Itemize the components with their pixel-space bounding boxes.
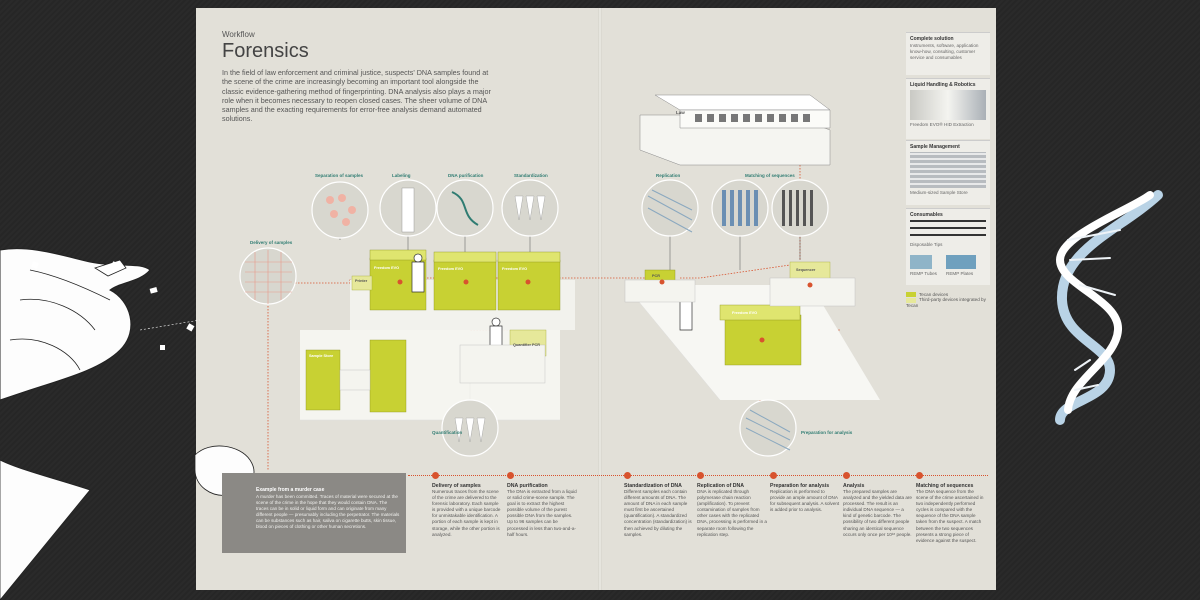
sidebar-tips-caption: Disposable Tips — [910, 242, 943, 247]
step-1-marker — [432, 472, 439, 479]
case-heading: Example from a murder case — [256, 487, 325, 493]
sidebar-sample-management: Sample Management Medium-sized Sample St… — [906, 140, 990, 205]
sidebar-consumables-heading: Consumables — [910, 212, 943, 218]
label-sequencer: Sequencer — [796, 268, 816, 272]
legend-tecan-text: Tecan devices — [919, 292, 949, 297]
sample-store-photo — [910, 152, 986, 188]
step-2: DNA purification The DNA is extracted fr… — [507, 472, 577, 538]
label-replication: Replication — [656, 173, 681, 178]
sidebar-complete-solution: Complete solution Instruments, software,… — [906, 32, 990, 75]
step-3: Standardization of DNA Different samples… — [624, 472, 694, 538]
sidebar-liquid-handling: Liquid Handling & Robotics Freedom EVO® … — [906, 78, 990, 139]
sidebar-tubes-caption: REMP Tubes — [910, 271, 937, 276]
sidebar-complete-heading: Complete solution — [910, 36, 954, 42]
case-text: A murder has been committed. Traces of m… — [256, 494, 400, 529]
tecan-devices — [305, 249, 802, 413]
legend-third-party: Third-party devices integrated by Tecan — [906, 297, 990, 308]
label-freedom-evo-2: Freedom EVO — [438, 267, 464, 271]
label-pcr: PCR — [652, 274, 661, 278]
step-7-heading: Matching of sequences — [916, 483, 974, 489]
remp-tubes-photo — [910, 255, 932, 269]
step-7-marker — [916, 472, 923, 479]
step-7-text: The DNA sequence from the scene of the c… — [916, 489, 984, 543]
step-4-text: DNA is replicated through polymerase cha… — [697, 489, 767, 537]
page-title: Forensics — [222, 40, 309, 62]
sidebar-complete-text: Instruments, software, application know-… — [910, 43, 979, 60]
legend-third-party-swatch — [906, 297, 916, 303]
law-building — [639, 94, 831, 166]
label-sample-store: Sample Store — [309, 354, 334, 358]
step-1-heading: Delivery of samples — [432, 483, 481, 489]
label-freedom-evo-3: Freedom EVO — [502, 267, 528, 271]
step-3-marker — [624, 472, 631, 479]
step-6-heading: Analysis — [843, 483, 865, 489]
label-law: Law — [676, 110, 685, 115]
intro-paragraph: In the field of law enforcement and crim… — [222, 68, 491, 124]
label-freedom-evo-1: Freedom EVO — [374, 266, 400, 270]
step-2-text: The DNA is extracted from a liquid or so… — [507, 489, 577, 537]
floor-shadows — [300, 284, 721, 421]
case-example-box: Example from a murder case A murder has … — [222, 473, 406, 553]
step-4-heading: Replication of DNA — [697, 483, 744, 489]
label-standardization: Standardization — [514, 173, 548, 178]
label-separation: Separation of samples — [315, 173, 364, 178]
label-delivery: Delivery of samples — [250, 240, 293, 245]
sidebar-sample-heading: Sample Management — [910, 144, 960, 150]
third-party-devices — [351, 261, 831, 357]
disposable-tips-photo — [910, 220, 986, 240]
step-1-text: Numerous traces from the scene of the cr… — [432, 489, 501, 537]
sidebar-liquid-caption: Freedom EVO® HID Extraction — [910, 122, 974, 127]
step-2-heading: DNA purification — [507, 483, 548, 489]
step-1: Delivery of samples Numerous traces from… — [432, 472, 502, 538]
label-labeling: Labeling — [392, 173, 411, 178]
label-preparation: Preparation for analysis — [801, 430, 853, 435]
step-4-marker — [697, 472, 704, 479]
legend-third-party-text: Third-party devices integrated by Tecan — [906, 297, 986, 308]
legend-tecan: Tecan devices — [906, 292, 990, 298]
label-printer: Printer — [355, 279, 368, 283]
step-5-heading: Preparation for analysis — [770, 483, 830, 489]
sidebar-consumables: Consumables Disposable Tips REMP Tubes R… — [906, 208, 990, 285]
step-5-marker — [770, 472, 777, 479]
legend-tecan-swatch — [906, 292, 916, 298]
circle-contents — [245, 187, 813, 451]
label-quantifier: Quantifier PCR — [513, 343, 541, 347]
dna-helix-illustration — [1055, 190, 1163, 425]
step-6: Analysis The prepared samples are analyz… — [843, 472, 913, 538]
legend: Tecan devices Third-party devices integr… — [906, 292, 990, 308]
label-quantification: Quantification — [432, 430, 463, 435]
step-4: Replication of DNA DNA is replicated thr… — [697, 472, 767, 538]
sidebar-plates-caption: REMP Plates — [946, 271, 974, 276]
product-sidebar: Complete solution Instruments, software,… — [906, 32, 990, 285]
liquid-handling-photo — [910, 90, 986, 120]
crime-scene-illustration — [0, 248, 255, 600]
lab-furniture — [339, 277, 856, 391]
sidebar-liquid-heading: Liquid Handling & Robotics — [910, 82, 976, 88]
step-3-heading: Standardization of DNA — [624, 483, 682, 489]
step-6-marker — [843, 472, 850, 479]
step-2-marker — [507, 472, 514, 479]
diagram-step-markers — [397, 279, 813, 343]
section-label: Workflow — [222, 30, 255, 39]
step-5: Preparation for analysis Replication is … — [770, 472, 840, 513]
sidebar-sample-caption: Medium-sized Sample Store — [910, 190, 968, 195]
step-7: Matching of sequences The DNA sequence f… — [916, 472, 986, 544]
step-3-text: Different samples each contain different… — [624, 489, 692, 537]
step-6-text: The prepared samples are analyzed and th… — [843, 489, 912, 537]
label-matching: Matching of sequences — [745, 173, 795, 178]
step-5-text: Replication is performed to provide an a… — [770, 489, 840, 513]
page-fold — [598, 8, 602, 590]
label-freedom-evo-4: Freedom EVO — [732, 311, 758, 315]
remp-plates-photo — [946, 255, 976, 269]
label-dna-purification: DNA purification — [448, 173, 484, 178]
